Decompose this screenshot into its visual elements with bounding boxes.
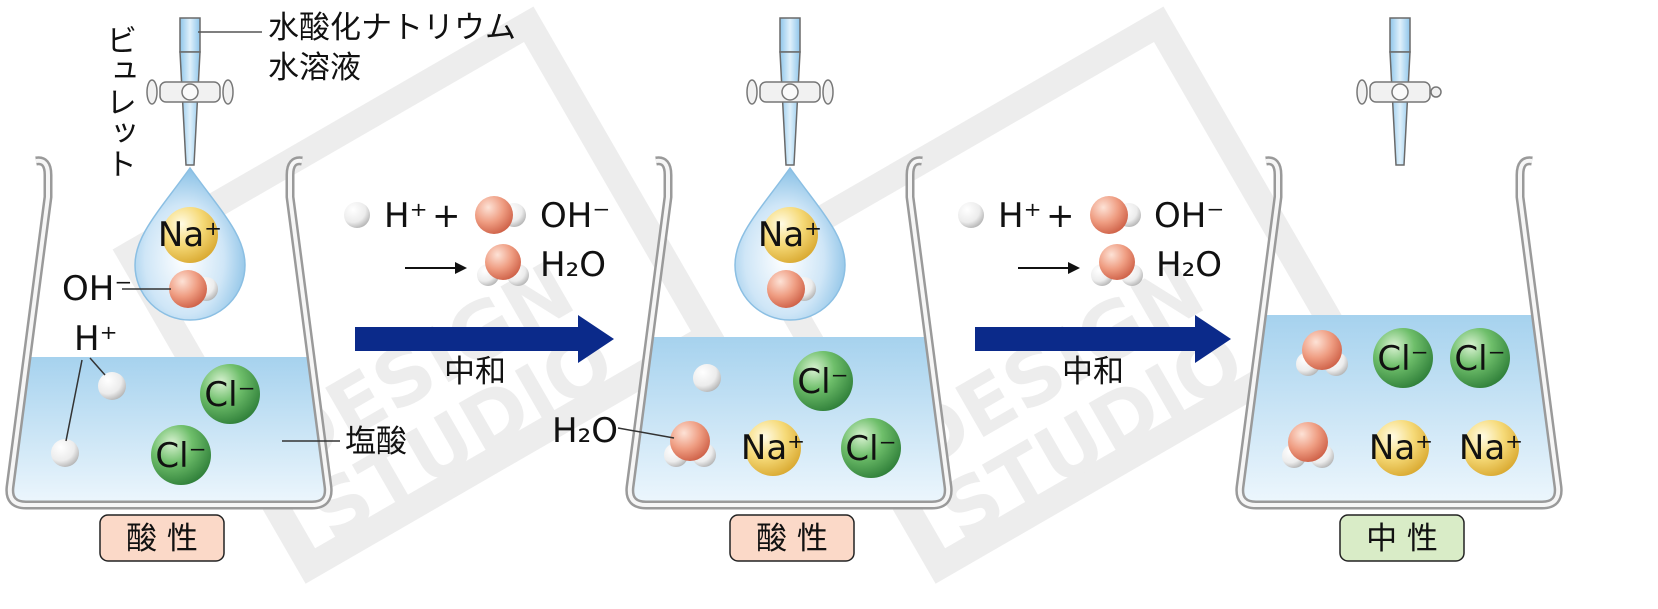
neutralization-arrow	[975, 315, 1231, 363]
svg-text:中 性: 中 性	[1366, 521, 1438, 557]
cl-ion: Cl⁻	[1373, 328, 1433, 388]
svg-text:Na⁺: Na⁺	[1459, 428, 1523, 468]
neutralization-label: 中和	[444, 354, 506, 390]
svg-text:Cl⁻: Cl⁻	[797, 362, 848, 402]
hydroxide-ion	[475, 196, 526, 234]
svg-text:Na⁺: Na⁺	[1369, 428, 1433, 468]
water-molecule	[1091, 244, 1143, 286]
stage-2: Na⁺ Cl⁻ Na⁺ Cl⁻ H₂O 酸 性	[552, 17, 953, 562]
status-badge: 酸 性	[729, 514, 855, 562]
svg-text:Cl⁻: Cl⁻	[1454, 339, 1505, 379]
na-ion: Na⁺	[158, 207, 222, 263]
na-ion: Na⁺	[758, 207, 822, 263]
cl-ion: Cl⁻	[151, 425, 211, 485]
oh-minus-label: OH⁻	[62, 269, 132, 309]
svg-text:Cl⁻: Cl⁻	[845, 429, 896, 469]
svg-text:OH⁻: OH⁻	[540, 196, 610, 236]
h-ion	[693, 364, 721, 392]
h-plus-label: H⁺	[74, 319, 118, 359]
water-molecule	[664, 421, 716, 467]
hydroxide-ion	[767, 270, 816, 308]
hydroxide-ion	[1090, 196, 1141, 234]
h-ion	[98, 372, 126, 400]
burette	[146, 17, 234, 166]
cl-ion: Cl⁻	[200, 364, 260, 424]
water-molecule	[477, 244, 529, 286]
svg-text:H⁺: H⁺	[384, 196, 428, 236]
cl-ion: Cl⁻	[793, 351, 853, 411]
svg-text:+: +	[1046, 196, 1075, 236]
svg-text:H₂O: H₂O	[1156, 245, 1222, 285]
h-ion	[51, 439, 79, 467]
svg-text:酸 性: 酸 性	[126, 521, 198, 557]
neutralization-arrow	[355, 315, 614, 363]
water-molecule	[1296, 330, 1348, 376]
flask	[625, 156, 953, 510]
reaction-1: H⁺ + OH⁻ H₂O 中和	[344, 196, 614, 390]
svg-text:Na⁺: Na⁺	[758, 215, 822, 255]
svg-text:酸 性: 酸 性	[756, 521, 828, 557]
naoh-label-line1: 水酸化ナトリウム	[268, 10, 516, 46]
h2o-label: H₂O	[552, 411, 618, 451]
reaction-2: H⁺ + OH⁻ H₂O 中和	[958, 196, 1231, 390]
status-badge: 中 性	[1339, 514, 1465, 562]
na-ion: Na⁺	[741, 420, 805, 476]
stage-1: Na⁺ Cl⁻ Cl⁻ ビュレット 水酸化ナトリウム 水溶液 OH⁻ H⁺ 塩酸	[5, 10, 516, 562]
water-molecule	[1282, 422, 1334, 468]
hydroxide-ion	[169, 270, 218, 308]
svg-text:Na⁺: Na⁺	[741, 428, 805, 468]
svg-text:Cl⁻: Cl⁻	[204, 375, 255, 415]
burette	[1356, 17, 1442, 166]
cl-ion: Cl⁻	[841, 418, 901, 478]
neutralization-label: 中和	[1062, 354, 1124, 390]
stage-3: Cl⁻ Cl⁻ Na⁺ Na⁺ 中 性	[1235, 17, 1563, 562]
na-ion: Na⁺	[1369, 420, 1433, 476]
burette	[746, 17, 834, 166]
hcl-label: 塩酸	[345, 424, 407, 460]
svg-text:Cl⁻: Cl⁻	[1377, 339, 1428, 379]
na-ion: Na⁺	[1459, 420, 1523, 476]
h-ion	[958, 202, 984, 228]
svg-text:+: +	[432, 196, 461, 236]
naoh-label-line2: 水溶液	[268, 50, 361, 86]
h-ion	[344, 202, 370, 228]
svg-text:OH⁻: OH⁻	[1154, 196, 1224, 236]
cl-ion: Cl⁻	[1450, 328, 1510, 388]
svg-text:H₂O: H₂O	[540, 245, 606, 285]
svg-text:Cl⁻: Cl⁻	[155, 436, 206, 476]
svg-text:H⁺: H⁺	[998, 196, 1042, 236]
burette-label: ビュレット	[100, 24, 136, 179]
svg-text:Na⁺: Na⁺	[158, 215, 222, 255]
status-badge: 酸 性	[99, 514, 225, 562]
